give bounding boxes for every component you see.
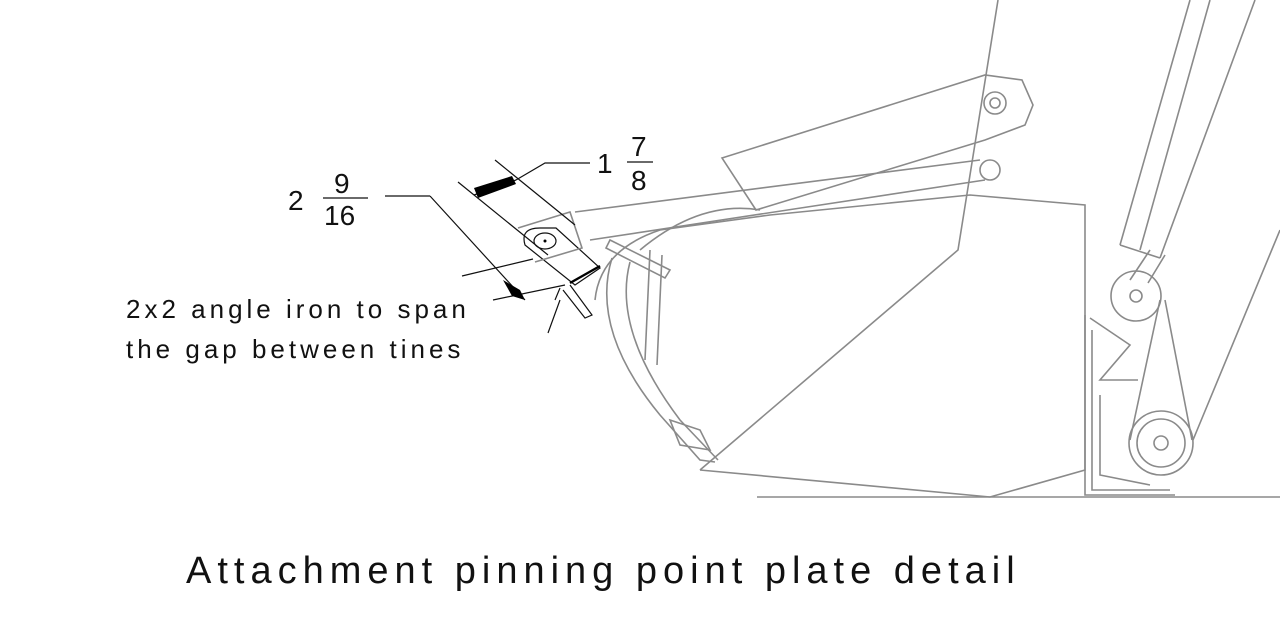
width-dim-numerator: 7 xyxy=(631,131,647,162)
bucket xyxy=(594,194,1086,498)
thickness-dim-denominator: 16 xyxy=(324,200,355,231)
dimension-lines xyxy=(385,159,590,334)
width-dim-denominator: 8 xyxy=(631,165,647,196)
note-line-1: 2x2 angle iron to span xyxy=(126,294,470,324)
pinning-plate xyxy=(517,211,601,319)
caption: Attachment pinning point plate detail xyxy=(186,550,1021,592)
width-dim-whole: 1 xyxy=(597,148,613,179)
thickness-dim-whole: 2 xyxy=(288,185,304,216)
note-line-2: the gap between tines xyxy=(126,334,464,364)
lift-cylinder xyxy=(1084,0,1280,496)
thickness-dim-numerator: 9 xyxy=(334,168,350,199)
loader-arm xyxy=(574,0,1034,471)
